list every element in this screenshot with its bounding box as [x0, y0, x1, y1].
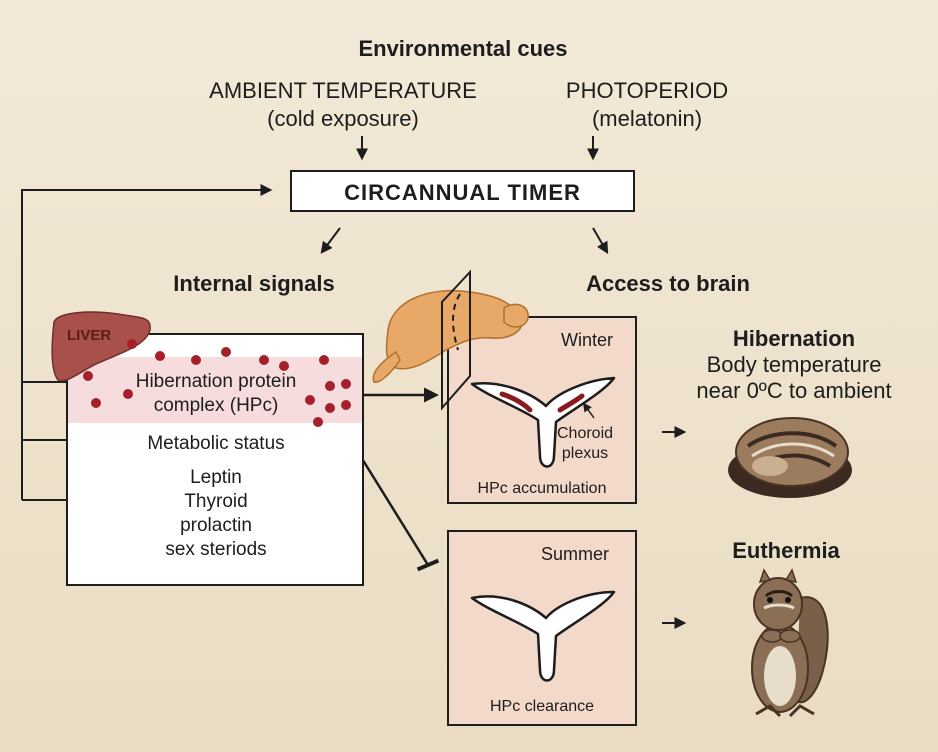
inhibition-bar-summer	[416, 558, 440, 572]
prolactin-label: prolactin	[180, 515, 252, 536]
leptin-label: Leptin	[190, 467, 242, 488]
internal-signals-heading: Internal signals	[173, 271, 335, 296]
melatonin-label: (melatonin)	[591, 106, 703, 131]
summer-caption: HPc clearance	[489, 698, 595, 715]
hpc-line1: Hibernation protein	[135, 371, 297, 392]
choroid-pointer	[582, 402, 595, 419]
hpc-dot	[305, 395, 315, 405]
summer-label: Summer	[541, 544, 610, 564]
winter-caption: HPc accumulation	[477, 480, 607, 497]
thyroid-label: Thyroid	[184, 491, 248, 512]
hpc-dot	[123, 389, 133, 399]
access-to-brain-heading: Access to brain	[586, 271, 750, 296]
feedback-loop-line	[21, 184, 273, 383]
photoperiod-label: PHOTOPERIOD	[565, 78, 729, 103]
hibernation-line1: Body temperature	[706, 352, 882, 377]
hpc-band	[68, 357, 362, 423]
hpc-dot	[127, 339, 137, 349]
hpc-dot	[341, 379, 351, 389]
internal-signals-box: Hibernation protein complex (HPc) Metabo…	[66, 333, 364, 586]
hpc-dot	[191, 355, 201, 365]
hpc-dot	[83, 371, 93, 381]
metabolic-status-label: Metabolic status	[147, 433, 285, 454]
hpc-dot	[279, 361, 289, 371]
rat-brain-stem	[372, 350, 401, 383]
choroid-line1: Choroid	[557, 425, 614, 442]
hpc-dot	[341, 400, 351, 410]
hibernation-title: Hibernation	[732, 326, 856, 351]
liver-label: LIVER	[67, 327, 112, 344]
cold-exposure-label: (cold exposure)	[267, 106, 419, 131]
summer-ventricle	[470, 590, 616, 682]
hpc-dots	[83, 339, 351, 427]
ambient-temperature-label: AMBIENT TEMPERATURE	[209, 78, 477, 103]
hpc-dot	[325, 381, 335, 391]
sex-steroids-label: sex steriods	[165, 539, 267, 560]
hpc-dot	[319, 355, 329, 365]
hpc-dot	[221, 347, 231, 357]
rat-brain-bulb	[503, 303, 529, 328]
hibernating-chipmunk-icon	[728, 417, 852, 498]
choroid-plexus-label: Choroid plexus	[557, 424, 613, 464]
section-line	[452, 293, 461, 351]
hpc-dot	[313, 417, 323, 427]
hibernation-line2: near 0ºC to ambient	[696, 378, 892, 403]
hpc-dot	[155, 351, 165, 361]
arrow-timer-to-internal	[320, 227, 341, 254]
hpc-dot	[325, 403, 335, 413]
choroid-line2: plexus	[561, 445, 609, 462]
standing-chipmunk-icon	[751, 568, 829, 718]
winter-panel: Winter Choroid plexus HPc accumulation	[447, 316, 637, 504]
choroid-plexus-left	[499, 391, 533, 413]
winter-label: Winter	[561, 330, 614, 350]
circannual-timer-label: CIRCANNUAL TIMER	[344, 180, 581, 205]
choroid-plexus-right	[557, 393, 585, 413]
arrow-timer-to-brain	[592, 227, 609, 255]
environmental-cues-title: Environmental cues	[358, 36, 568, 61]
euthermia-title: Euthermia	[732, 538, 840, 563]
hpc-line2: complex (HPc)	[153, 395, 279, 416]
circannual-timer-box: CIRCANNUAL TIMER	[290, 170, 635, 212]
hpc-dot	[259, 355, 269, 365]
hpc-dot	[91, 398, 101, 408]
section-plane	[441, 269, 471, 411]
